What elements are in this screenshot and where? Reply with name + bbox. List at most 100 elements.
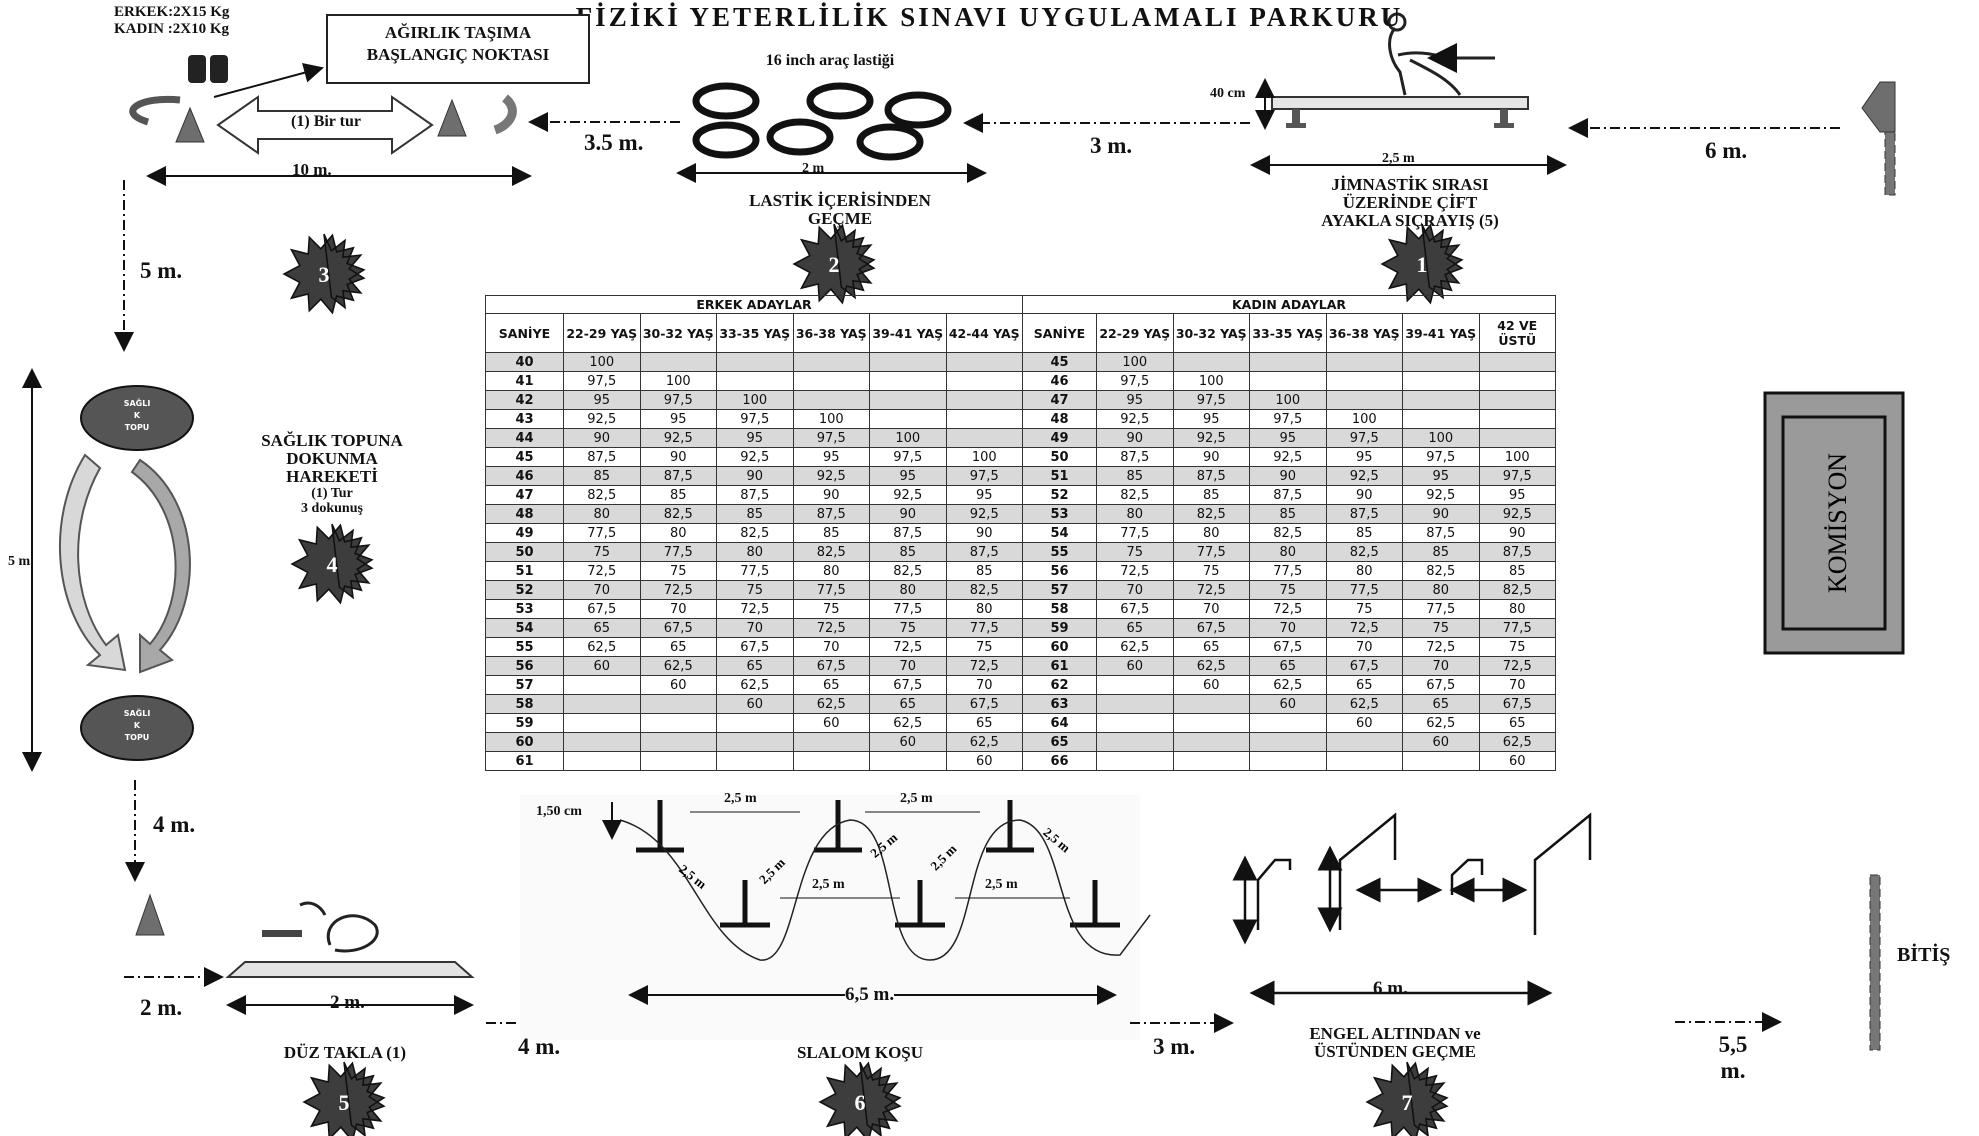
dist-3m-bottom: 3 m.	[1153, 1034, 1196, 1059]
score-cell: 97,5	[1172, 390, 1250, 410]
female-group-header: KADIN ADAYLAR	[1022, 295, 1556, 314]
bench-station	[1250, 12, 1567, 175]
score-cell	[945, 352, 1023, 372]
score-cell: 70	[716, 618, 794, 638]
table-group-row: ERKEK ADAYLAR KADIN ADAYLAR	[485, 295, 1556, 314]
score-cell: 77,5	[1249, 561, 1327, 581]
score-cell: 92,5	[1478, 504, 1556, 524]
score-cell	[639, 732, 717, 752]
score-cell: 90	[1172, 447, 1250, 467]
slalom-path	[619, 819, 1151, 961]
tire-caption: 16 inch araç lastiği	[765, 52, 895, 69]
score-cell	[563, 713, 641, 733]
seconds-cell: 47	[1022, 390, 1097, 410]
weight-female: KADIN :2X10 Kg	[114, 21, 229, 37]
score-cell	[1249, 352, 1327, 372]
age-header: 33-35 YAŞ	[1249, 313, 1327, 353]
round-label: (1) Bir tur	[291, 113, 361, 130]
score-cell: 82,5	[945, 580, 1023, 600]
station-1-label: JİMNASTİK SIRASI ÜZERİNDE ÇİFT AYAKLA SI…	[1321, 175, 1499, 230]
score-cell: 72,5	[1402, 637, 1480, 657]
score-cell	[1325, 732, 1403, 752]
score-cell: 100	[563, 352, 641, 372]
score-cell: 85	[792, 523, 870, 543]
score-cell	[945, 390, 1023, 410]
score-cell: 72,5	[1478, 656, 1556, 676]
dist-3-5m: 3.5 m.	[584, 130, 644, 155]
score-cell	[1096, 675, 1174, 695]
score-cell	[945, 428, 1023, 448]
score-cell: 72,5	[869, 637, 947, 657]
age-header: 22-29 YAŞ	[1096, 313, 1174, 353]
score-cell	[1249, 751, 1327, 771]
medicine-ball-icon	[80, 385, 194, 451]
score-cell: 87,5	[639, 466, 717, 486]
score-cell: 90	[1478, 523, 1556, 543]
seconds-cell: 59	[485, 713, 564, 733]
score-cell: 80	[716, 542, 794, 562]
score-cell: 65	[1249, 656, 1327, 676]
score-cell: 77,5	[639, 542, 717, 562]
age-header: 22-29 YAŞ	[563, 313, 641, 353]
score-cell: 82,5	[1325, 542, 1403, 562]
score-cell: 72,5	[639, 580, 717, 600]
seconds-cell: 62	[1022, 675, 1097, 695]
hurdle-station	[1232, 812, 1592, 1006]
score-cell: 75	[1325, 599, 1403, 619]
score-cell: 67,5	[1402, 675, 1480, 695]
score-cell: 80	[792, 561, 870, 581]
score-cell	[945, 409, 1023, 429]
score-cell	[1402, 751, 1480, 771]
score-cell: 60	[945, 751, 1023, 771]
score-cell: 62,5	[1249, 675, 1327, 695]
tire-icon	[884, 91, 952, 129]
seconds-cell: 61	[485, 751, 564, 771]
score-cell	[1172, 694, 1250, 714]
score-cell: 77,5	[945, 618, 1023, 638]
sec-header: SANİYE	[1022, 313, 1097, 353]
score-cell	[1172, 732, 1250, 752]
score-cell: 87,5	[1402, 523, 1480, 543]
station-number-4: 4	[327, 552, 338, 577]
score-cell: 60	[1478, 751, 1556, 771]
seconds-cell: 41	[485, 371, 564, 391]
score-cell: 67,5	[1172, 618, 1250, 638]
weight-icon	[188, 55, 206, 83]
medicine-ball-station: SAĞLI K TOPU SAĞLI K TOPU	[58, 385, 194, 761]
medicine-ball-icon	[80, 695, 194, 761]
score-cell: 92,5	[1249, 447, 1327, 467]
age-header: 36-38 YAŞ	[1325, 313, 1403, 353]
score-cell: 97,5	[1402, 447, 1480, 467]
dist-4m-bottom: 4 m.	[518, 1034, 561, 1059]
svg-text:SAĞLI: SAĞLI	[124, 397, 151, 408]
score-cell: 90	[1096, 428, 1174, 448]
score-cell: 62,5	[1402, 713, 1480, 733]
seconds-cell: 52	[485, 580, 564, 600]
score-cell: 95	[1172, 409, 1250, 429]
score-cell: 62,5	[1478, 732, 1556, 752]
score-cell: 82,5	[1249, 523, 1327, 543]
score-cell: 62,5	[563, 637, 641, 657]
score-cell: 80	[1478, 599, 1556, 619]
station-number-1: 1	[1417, 252, 1428, 277]
score-cell: 85	[1478, 561, 1556, 581]
dist-4m-left: 4 m.	[153, 812, 196, 837]
table-header-row: SANİYE 22-29 YAŞ 30-32 YAŞ 33-35 YAŞ 36-…	[485, 313, 1556, 353]
age-header: 33-35 YAŞ	[716, 313, 794, 353]
slalom-dist-1: 2,5 m	[724, 791, 757, 806]
score-cell: 97,5	[1478, 466, 1556, 486]
slalom-dist-4: 2,5 m	[985, 877, 1018, 892]
score-cell: 60	[639, 675, 717, 695]
dist-2m-tire: 2 m	[802, 161, 825, 176]
score-cell: 85	[639, 485, 717, 505]
dist-6m-bottom: 6 m.	[1373, 978, 1408, 999]
mat-station	[225, 901, 475, 1015]
seconds-cell: 53	[1022, 504, 1097, 524]
score-cell: 85	[1172, 485, 1250, 505]
dist-2-5m-bench: 2,5 m	[1382, 151, 1415, 166]
score-cell: 80	[563, 504, 641, 524]
score-cell: 72,5	[716, 599, 794, 619]
score-cell: 75	[639, 561, 717, 581]
